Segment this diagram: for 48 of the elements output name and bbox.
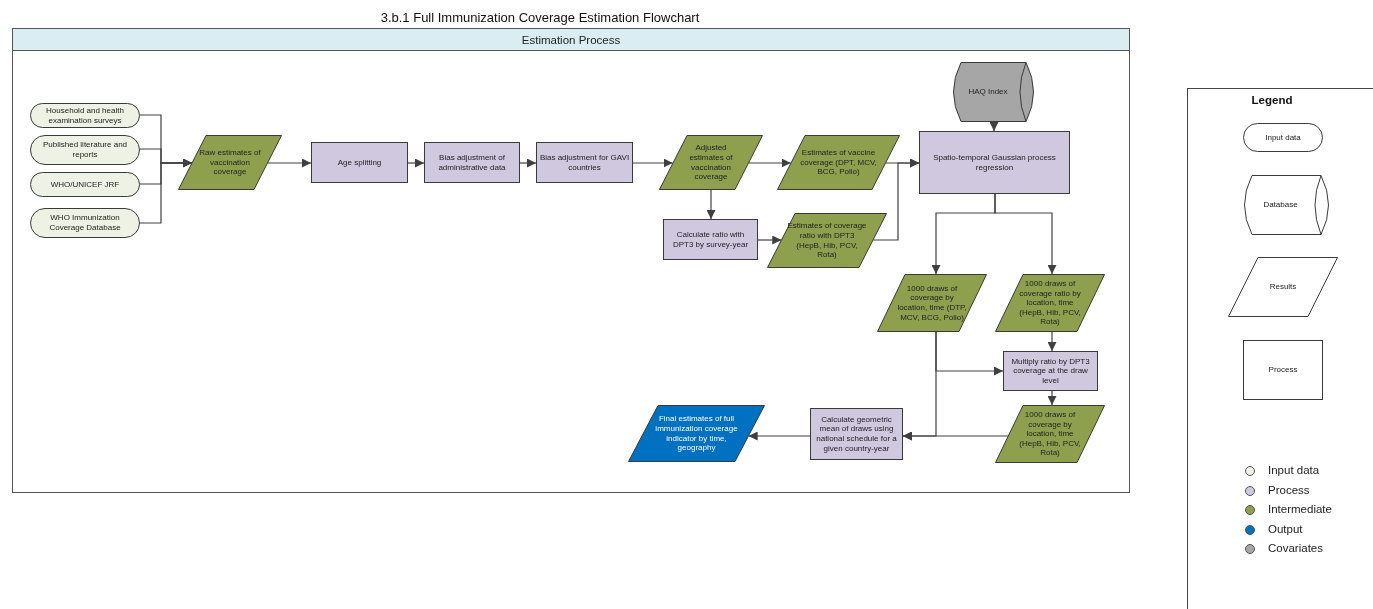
result-parallelogram: 1000 draws of coverage by location, time (HepB, Hib, PCV, Rota): [995, 405, 1105, 463]
database-cylinder: HAQ Index: [952, 62, 1035, 122]
arrow: [1047, 390, 1057, 406]
arrow: [902, 431, 1009, 441]
input-data-terminal: WHO Immunization Coverage Database: [30, 208, 140, 238]
legend-text: Process: [1268, 483, 1310, 496]
process-symbol: Process: [1243, 340, 1323, 400]
arrow: [267, 158, 312, 168]
input-data-terminal: Published literature and reports: [30, 135, 140, 165]
process-box: Age splitting: [311, 142, 408, 183]
arrow: [757, 235, 782, 245]
legend-title: Legend: [1250, 94, 1294, 106]
result-parallelogram: Estimates of vaccine coverage (DPT, MCV, BCG, Polio): [777, 135, 900, 190]
result-parallelogram: Estimates of coverage ratio with DPT3 (HepB, Hib, PCV, Rota): [767, 213, 887, 268]
result-parallelogram: Adjusted estimates of vaccination coverage: [659, 135, 763, 190]
section-panel: [12, 28, 1130, 493]
result-parallelogram: 1000 draws of coverage ratio by location, time (HepB, Hib, PCV, Rota): [995, 274, 1105, 332]
arrow: [632, 158, 674, 168]
result-parallelogram: Raw estimates of vaccination coverage: [178, 135, 282, 190]
arrow: [994, 193, 1057, 275]
process-box: Multiply ratio by DPT3 coverage at the draw level: [1003, 351, 1098, 391]
arrow: [1047, 331, 1057, 352]
legend-text: Covariates: [1268, 542, 1323, 554]
legend-text: Input data: [1268, 464, 1320, 476]
arrow: [872, 158, 920, 241]
input-data-terminal: Household and health examination surveys: [30, 103, 140, 128]
arrow: [706, 189, 716, 220]
legend-text: Output: [1268, 522, 1303, 535]
diagram-title: 3.b.1 Full Immunization Coverage Estimation Flowchart: [379, 10, 701, 25]
arrow: [989, 121, 999, 132]
arrow: [407, 158, 425, 168]
process-box: Calculate geometric mean of draws using national schedule for a given country-year: [810, 408, 903, 460]
arrow: [748, 158, 792, 168]
input-data-symbol: Input data: [1243, 123, 1323, 152]
arrow: [139, 158, 193, 224]
arrow: [519, 158, 537, 168]
process-box: Calculate ratio with DPT3 by survey-year: [663, 219, 758, 260]
legend-text: Intermediate: [1268, 503, 1332, 515]
database-symbol: Database: [1243, 175, 1330, 235]
process-box: Spatio-temporal Gaussian process regression: [919, 131, 1070, 194]
section-header: Estimation Process: [13, 29, 1129, 51]
process-box: Bias adjustment for GAVI countries: [536, 142, 633, 183]
result-parallelogram: Final estimates of full immunization coverage indicator by time, geography: [628, 405, 765, 462]
results-symbol: Results: [1228, 257, 1338, 317]
process-box: Bias adjustment of administrative data: [424, 142, 520, 183]
result-parallelogram: 1000 draws of coverage by location, time (DTP, MCV, BCG, Polio): [877, 274, 987, 332]
arrow: [748, 431, 811, 441]
input-data-terminal: WHO/UNICEF JRF: [30, 172, 140, 197]
